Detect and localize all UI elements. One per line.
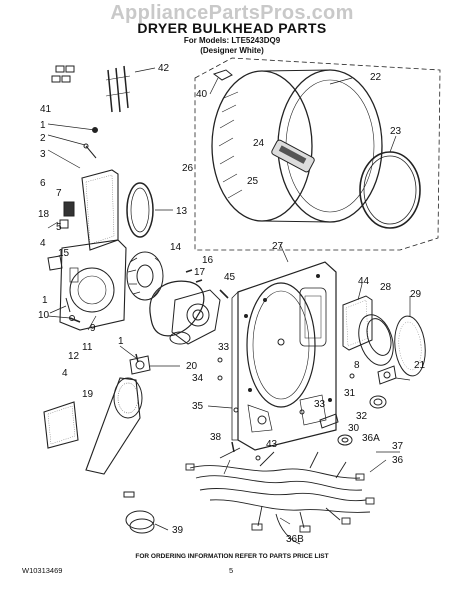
callout: 13 — [176, 206, 188, 217]
callout: 7 — [56, 188, 62, 199]
callout: 17 — [194, 267, 206, 278]
page-number: 5 — [229, 566, 234, 575]
blower-housing — [59, 169, 127, 331]
callout: 23 — [390, 126, 402, 137]
wire-harness — [185, 447, 375, 545]
callout: 38 — [210, 432, 222, 443]
callout: 16 — [202, 255, 214, 266]
cable-tie — [123, 491, 155, 534]
callout: 20 — [186, 361, 198, 372]
callout: 25 — [247, 176, 259, 187]
callout: 37 — [392, 441, 404, 452]
leader-lines — [47, 67, 411, 531]
drum-seal — [212, 69, 233, 81]
callout: 41 — [40, 104, 52, 115]
callout: 21 — [414, 360, 426, 371]
rear-drum-seal — [359, 151, 421, 229]
document-number: W10313469 — [22, 566, 63, 575]
exhaust-gasket — [377, 365, 397, 385]
callout: 4 — [62, 368, 68, 379]
rear-grille-filter — [394, 315, 426, 377]
lint-screen-housing — [342, 295, 373, 351]
page-title: DRYER BULKHEAD PARTS — [137, 20, 327, 36]
callout: 5 — [56, 222, 62, 233]
callout: 29 — [410, 289, 422, 300]
callout: 32 — [356, 411, 368, 422]
callout: 6 — [40, 178, 46, 189]
callout: 9 — [90, 323, 96, 334]
callout: 36 — [392, 455, 404, 466]
hi-limit-thermostat — [319, 413, 339, 429]
callout: 1 — [42, 295, 48, 306]
callout: 19 — [82, 389, 94, 400]
callout: 22 — [370, 72, 382, 83]
callout: 1 — [118, 336, 124, 347]
blower-wheel — [126, 251, 164, 301]
callout: 10 — [38, 310, 50, 321]
callout: 4 — [40, 238, 46, 249]
watermark: AppliancePartsPros.com — [110, 2, 354, 24]
callout: 15 — [58, 248, 70, 259]
callout: 30 — [348, 423, 360, 434]
lint-duct — [358, 314, 394, 366]
ordering-info: FOR ORDERING INFORMATION REFER TO PARTS … — [135, 553, 329, 560]
callout: 42 — [158, 63, 170, 74]
callout: 43 — [266, 439, 278, 450]
callout: 35 — [192, 401, 204, 412]
drum-assembly — [194, 57, 441, 251]
callout: 28 — [380, 282, 392, 293]
variant-line: (Designer White) — [200, 46, 264, 55]
callout: 40 — [196, 89, 208, 100]
callout: 34 — [192, 373, 204, 384]
callout: 45 — [224, 272, 236, 283]
callout: 33 — [314, 399, 326, 410]
rear-bulkhead — [231, 261, 337, 451]
callout: 24 — [253, 138, 265, 149]
callout: 8 — [354, 360, 360, 371]
drive-belt-motor-assembly — [149, 280, 221, 345]
thermistor — [337, 434, 353, 446]
callout: 12 — [68, 351, 80, 362]
callout: 11 — [82, 342, 93, 353]
callout: 33 — [218, 342, 230, 353]
motor-mount — [129, 355, 151, 375]
callout: 31 — [344, 388, 356, 399]
callout: 1 — [40, 120, 46, 131]
callout: 36A — [362, 433, 380, 444]
thermal-fuse — [369, 395, 387, 409]
model-line: For Models: LTE5243DQ9 — [183, 36, 281, 45]
blower-seal — [126, 182, 154, 238]
callout: 44 — [358, 276, 370, 287]
callout: 18 — [38, 209, 50, 220]
callout: 14 — [170, 242, 182, 253]
callout: 26 — [182, 163, 194, 174]
air-duct — [85, 377, 143, 475]
small-hardware — [47, 65, 355, 461]
callout: 2 — [40, 133, 46, 144]
callout: 3 — [40, 149, 46, 160]
callout: 27 — [272, 241, 284, 252]
callout: 39 — [172, 525, 184, 536]
callout: 36B — [286, 534, 304, 545]
callout-labels: 42 41 1 2 3 6 7 18 5 4 15 1 10 9 1 14 16… — [38, 63, 426, 545]
duct-screen — [43, 401, 79, 449]
